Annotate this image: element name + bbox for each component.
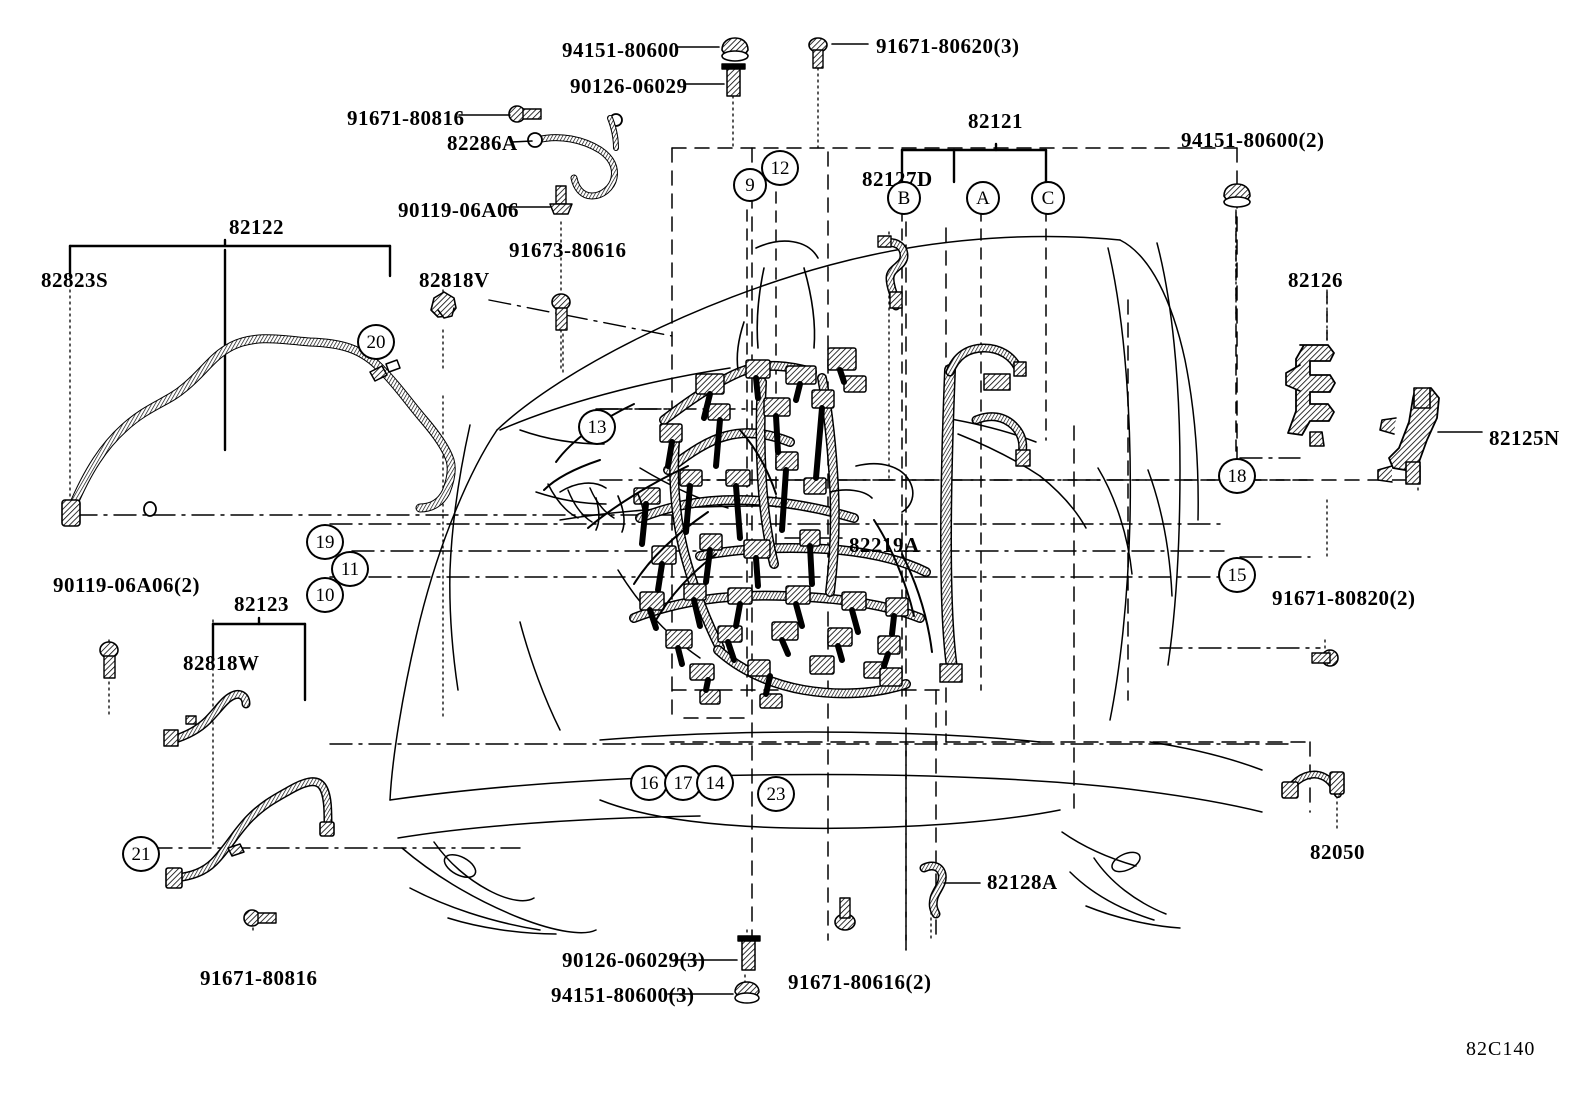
fastener-91671-80820-2 xyxy=(1311,649,1339,667)
part-label-82050: 82050 xyxy=(1310,840,1365,864)
part-label-82121: 82121 xyxy=(968,109,1023,133)
callout-bubble-23[interactable]: 23 xyxy=(757,776,795,812)
part-label-94151-80600-3: 94151-80600(3) xyxy=(551,983,695,1007)
fastener-90119-06A06-2 xyxy=(99,641,119,679)
harness-82122 xyxy=(61,334,456,527)
group-bracket-82121 xyxy=(900,142,1048,184)
part-82128A xyxy=(919,861,947,919)
fastener-91673-80616 xyxy=(551,293,571,331)
part-label-90119-06A06-2: 90119-06A06(2) xyxy=(53,573,200,597)
part-label-94151-80600: 94151-80600 xyxy=(562,38,680,62)
part-label-82818V: 82818V xyxy=(419,268,490,292)
part-label-91671-80816-top: 91671-80816 xyxy=(347,106,465,130)
callout-bubble-16[interactable]: 16 xyxy=(630,765,668,801)
part-label-82286A: 82286A xyxy=(447,131,518,155)
part-label-94151-80600-2: 94151-80600(2) xyxy=(1181,128,1325,152)
fastener-91671-80616-2 xyxy=(834,897,856,931)
callout-bubble-A[interactable]: A xyxy=(966,181,1000,215)
part-82286A xyxy=(527,113,623,200)
fastener-91671-80816-bot xyxy=(243,909,277,927)
part-label-82122: 82122 xyxy=(229,215,284,239)
part-82818V xyxy=(430,291,457,319)
part-label-91673-80616: 91673-80616 xyxy=(509,238,627,262)
vehicle-body-outline xyxy=(389,235,1263,935)
fastener-90126-06029 xyxy=(721,63,746,97)
part-82127D xyxy=(877,235,909,311)
part-label-91671-80616-2: 91671-80616(2) xyxy=(788,970,932,994)
callout-bubble-13[interactable]: 13 xyxy=(578,409,616,445)
callout-bubble-14[interactable]: 14 xyxy=(696,765,734,801)
part-label-90119-06A06: 90119-06A06 xyxy=(398,198,519,222)
part-label-82128A: 82128A xyxy=(987,870,1058,894)
part-label-82125N: 82125N xyxy=(1489,426,1560,450)
callout-bubble-18[interactable]: 18 xyxy=(1218,458,1256,494)
part-label-82818W: 82818W xyxy=(183,651,260,675)
callout-bubble-20[interactable]: 20 xyxy=(357,324,395,360)
part-label-90126-06029-3: 90126-06029(3) xyxy=(562,948,706,972)
callout-bubble-12[interactable]: 12 xyxy=(761,150,799,186)
fastener-94151-80600-2 xyxy=(1223,183,1251,208)
callout-bubble-15[interactable]: 15 xyxy=(1218,557,1256,593)
sheet-code: 82C140 xyxy=(1466,1038,1536,1060)
fastener-90126-06029-3 xyxy=(737,935,761,971)
part-label-82123: 82123 xyxy=(234,592,289,616)
part-label-91671-80816-bot: 91671-80816 xyxy=(200,966,318,990)
callout-bubble-19[interactable]: 19 xyxy=(306,524,344,560)
fastener-94151-80600 xyxy=(721,37,749,62)
part-82050 xyxy=(1281,770,1345,799)
callout-bubble-21[interactable]: 21 xyxy=(122,836,160,872)
harness-82123 xyxy=(165,777,335,889)
fastener-94151-80600-3 xyxy=(734,981,760,1004)
wire-harness-assembly-82219A xyxy=(543,240,1031,709)
fastener-90119-06A06 xyxy=(549,185,573,215)
part-82818W xyxy=(163,689,251,747)
part-label-82126: 82126 xyxy=(1288,268,1343,292)
callout-bubble-C[interactable]: C xyxy=(1031,181,1065,215)
label-leaders xyxy=(458,43,1483,995)
fastener-91671-80620 xyxy=(808,37,828,69)
group-bracket-82123 xyxy=(211,616,307,702)
part-label-82219A: 82219A xyxy=(849,533,920,557)
part-label-91671-80820-2: 91671-80820(2) xyxy=(1272,586,1416,610)
part-82126 xyxy=(1285,344,1336,447)
part-label-91671-80620-3: 91671-80620(3) xyxy=(876,34,1020,58)
callout-bubble-B[interactable]: B xyxy=(887,181,921,215)
callout-bubble-10[interactable]: 10 xyxy=(306,577,344,613)
part-label-82823S: 82823S xyxy=(41,268,109,292)
part-82125N xyxy=(1377,387,1440,485)
part-label-90126-06029: 90126-06029 xyxy=(570,74,688,98)
fastener-91671-80816-top xyxy=(508,105,542,123)
